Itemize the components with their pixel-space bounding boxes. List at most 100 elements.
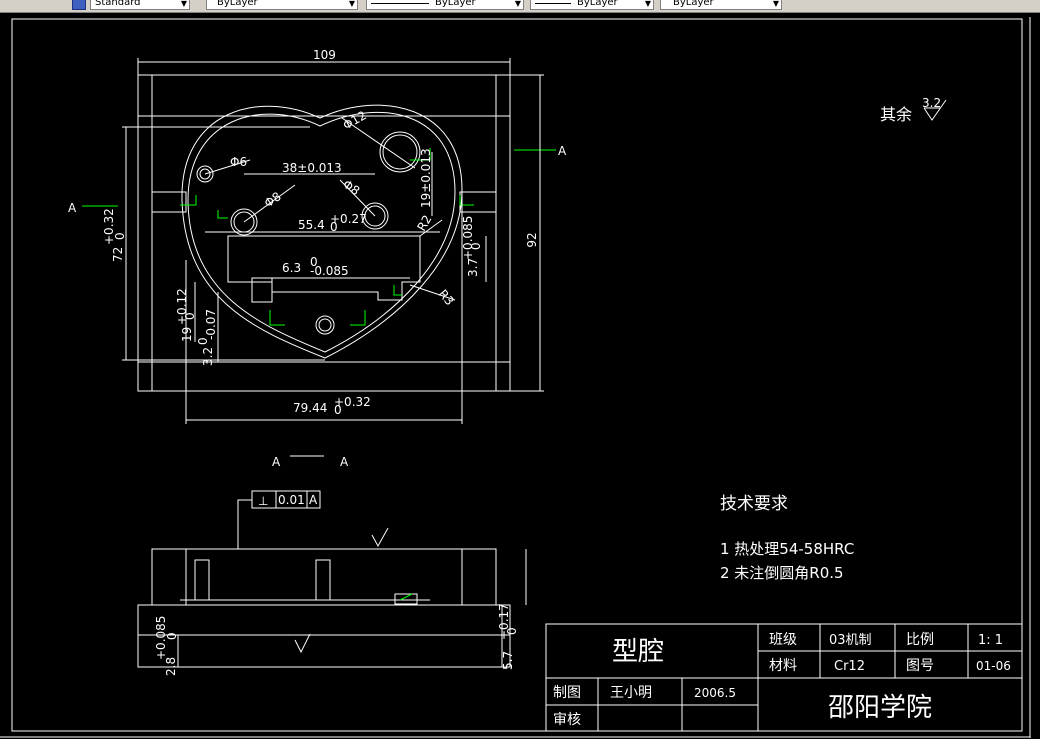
properties-toolbar: Standard ▼ ByLayer ▼ ByLayer ▼ ByLayer ▼… — [0, 0, 1040, 13]
text-style-dropdown[interactable]: Standard ▼ — [90, 0, 190, 10]
side-slot-left — [151, 191, 187, 213]
dim-5-7: 5.7 — [501, 651, 515, 670]
roughness-rest-label: 其余 — [880, 105, 912, 124]
hole-phi12-inner — [382, 134, 418, 170]
scale-label: 比例 — [906, 632, 934, 648]
checked-label: 审核 — [553, 712, 581, 728]
chevron-down-icon: ▼ — [772, 0, 779, 8]
section-pin-right — [315, 559, 331, 601]
heart-cavity-outer — [181, 104, 463, 359]
dim-3-7-low: 0 — [469, 242, 483, 250]
gdt-symbol: ⊥ — [258, 494, 268, 508]
dim-109: 109 — [313, 48, 336, 62]
plot-style-dropdown[interactable]: ByLayer ▼ — [660, 0, 782, 10]
section-slot — [394, 593, 418, 605]
linetype-value: ByLayer — [435, 0, 476, 8]
linetype-dropdown[interactable]: ByLayer ▼ — [366, 0, 524, 10]
section-title-right: A — [340, 455, 349, 469]
leader-phi12 — [341, 117, 416, 169]
plate-outline — [137, 74, 511, 392]
drawing-border — [11, 18, 1023, 732]
dim-phi6: Φ6 — [230, 155, 247, 169]
dim-6-3-tol-up: 0 — [310, 255, 318, 269]
top-view: A A 109 79.44 +0.32 0 92 72 +0.32 0 38±0… — [68, 48, 567, 424]
dim-79: 79.44 — [293, 401, 327, 415]
hole-phi8-right-inner — [364, 205, 386, 227]
dim-3-2: 3.2 — [201, 347, 215, 366]
part-name: 型腔 — [612, 637, 664, 667]
plot-style-value: ByLayer — [673, 0, 714, 8]
hole-phi8-left — [230, 208, 258, 236]
gdt-leader — [237, 499, 252, 549]
material-label: 材料 — [769, 658, 797, 674]
dim-phi12: Φ12 — [341, 108, 369, 132]
chevron-down-icon: ▼ — [348, 0, 355, 8]
dim-55: 55.4 — [298, 218, 325, 232]
green-mark — [459, 195, 474, 206]
section-base — [137, 604, 511, 668]
roughness-icon — [371, 527, 389, 548]
hole-phi12 — [379, 131, 421, 173]
tech-item-2: 2 未注倒圆角R0.5 — [720, 564, 844, 582]
dim-r2: R2 — [414, 213, 434, 234]
dim-72: 72 — [111, 247, 125, 262]
dim-3-2-tol-low: -0.07 — [204, 309, 218, 340]
drawn-label: 制图 — [553, 685, 581, 701]
roughness-icon — [294, 633, 311, 654]
drawn-date: 2006.5 — [694, 686, 736, 700]
tech-title: 技术要求 — [720, 494, 788, 514]
gdt-datum: A — [309, 493, 318, 507]
dim-5-7-tol: +0.17 — [497, 603, 511, 640]
school-name: 邵阳学院 — [828, 693, 932, 723]
green-mark — [393, 285, 402, 296]
class-label: 班级 — [769, 632, 797, 648]
tech-item-1: 1 热处理54-58HRC — [720, 540, 854, 558]
section-view: ⊥ 0.01 A 2.8 +0.085 0 5.7 +0.17 0 — [137, 490, 527, 676]
drawing-canvas[interactable]: A A 109 79.44 +0.32 0 92 72 +0.32 0 38±0… — [0, 13, 1040, 739]
roughness-symbol-icon — [923, 99, 947, 121]
chevron-down-icon: ▼ — [180, 0, 187, 8]
roughness-value: 3.2 — [922, 96, 941, 110]
dim-phi8b: Φ8 — [340, 177, 362, 198]
green-mark — [269, 310, 285, 326]
dim-55-low: 0 — [330, 220, 338, 234]
dim-5-7-low: 0 — [505, 627, 519, 635]
dim-79-tol: +0.32 — [334, 395, 371, 409]
lineweight-value: ByLayer — [577, 0, 618, 8]
layer-dropdown[interactable]: ByLayer ▼ — [206, 0, 358, 10]
section-label-right: A — [558, 144, 567, 158]
class-value: 03机制 — [829, 633, 872, 648]
hole-phi8-right — [361, 202, 389, 230]
hole-phi6-inner — [199, 168, 211, 180]
chevron-down-icon: ▼ — [514, 0, 521, 8]
dim-19v: 19 — [180, 327, 194, 342]
leader-r2 — [419, 219, 443, 237]
dim-92: 92 — [525, 232, 539, 247]
text-style-icon[interactable] — [72, 0, 86, 10]
dim-19v-tol: +0.12 — [175, 288, 189, 325]
section-pin-left — [194, 559, 210, 601]
hole-phi6 — [196, 165, 214, 183]
side-slot-right — [459, 191, 497, 213]
dim-2-8-tol: +0.085 — [154, 616, 168, 660]
section-plate — [151, 548, 497, 606]
dim-r3: R3 — [436, 287, 457, 308]
dim-3-7-tol: +0.085 — [461, 216, 475, 260]
green-mark — [217, 210, 228, 219]
dim-55-tol: +0.27 — [330, 212, 367, 226]
lineweight-dropdown[interactable]: ByLayer ▼ — [530, 0, 654, 10]
dim-2-8-low: 0 — [165, 632, 179, 640]
dim-6-3-tol-low: -0.085 — [310, 264, 349, 278]
green-mark — [410, 148, 431, 161]
section-title-left: A — [272, 455, 281, 469]
section-label-left: A — [68, 201, 77, 215]
gdt-value: 0.01 — [278, 493, 305, 507]
inner-pocket — [227, 235, 421, 301]
text-style-value: Standard — [95, 0, 141, 8]
green-mark — [350, 310, 366, 326]
chevron-down-icon: ▼ — [644, 0, 651, 8]
material-value: Cr12 — [834, 659, 865, 674]
hole-bottom-inner — [318, 318, 332, 332]
hole-bottom — [315, 315, 335, 335]
leader-phi6 — [204, 159, 251, 175]
